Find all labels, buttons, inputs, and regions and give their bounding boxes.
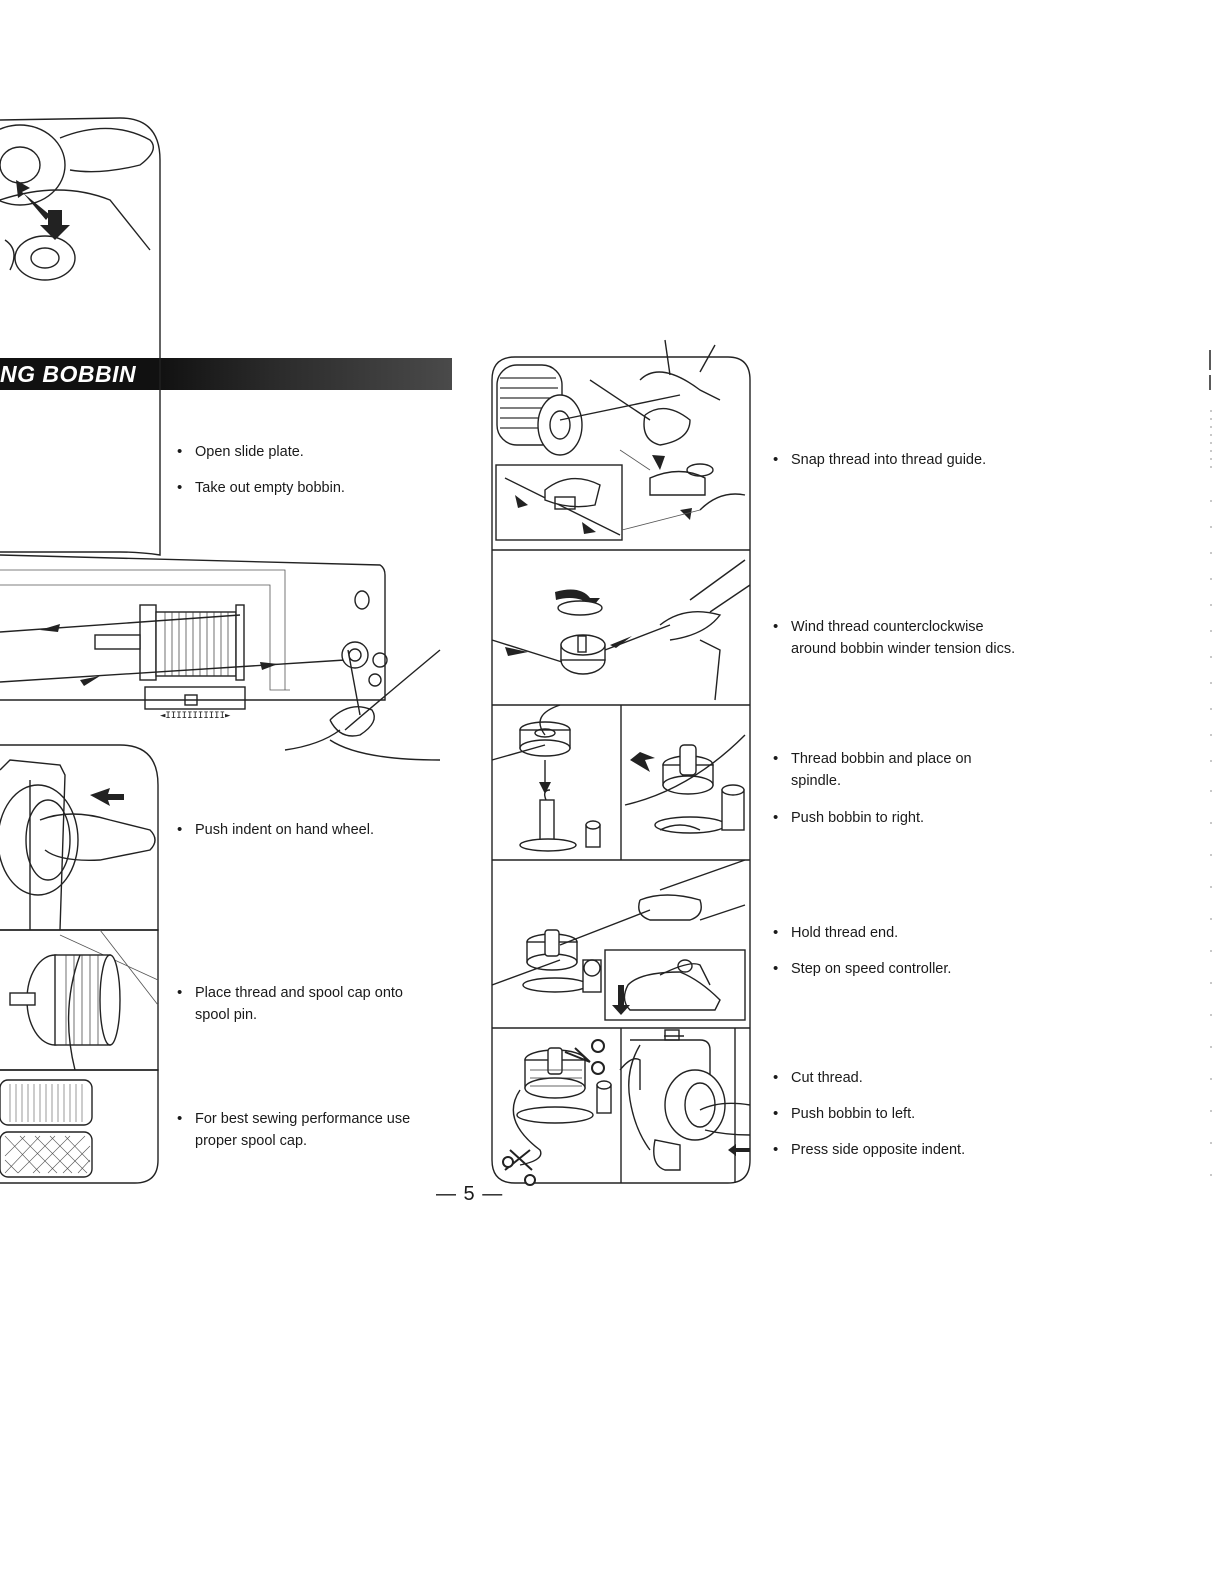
section-title: NG BOBBIN: [0, 361, 137, 387]
page-number: — 5 —: [436, 1183, 504, 1205]
instruction-line: proper spool cap.: [195, 1133, 308, 1149]
instruction-push-bobbin-left: Push bobbin to left.: [773, 1103, 915, 1125]
instruction-press-side: Press side opposite indent.: [773, 1139, 965, 1161]
instruction-wind-thread: Wind thread counterclockwise around bobb…: [773, 616, 1015, 660]
instruction-line: spool pin.: [195, 1007, 258, 1023]
instruction-open-slide-plate: Open slide plate.: [177, 441, 304, 463]
section-title-bar: [0, 358, 452, 390]
instruction-line: Place thread and spool cap onto: [195, 985, 403, 1001]
instruction-push-bobbin-right: Push bobbin to right.: [773, 807, 924, 829]
svg-text:◄IIIIIIIIIII►: ◄IIIIIIIIIII►: [160, 711, 231, 721]
instruction-thread-bobbin: Thread bobbin and place on spindle.: [773, 748, 972, 792]
instruction-snap-thread: Snap thread into thread guide.: [773, 449, 986, 471]
instruction-hold-thread: Hold thread end.: [773, 922, 898, 944]
instruction-push-indent: Push indent on hand wheel.: [177, 819, 374, 841]
instruction-cut-thread: Cut thread.: [773, 1067, 863, 1089]
instruction-place-thread: Place thread and spool cap onto spool pi…: [177, 982, 403, 1026]
instruction-take-out-bobbin: Take out empty bobbin.: [177, 477, 345, 499]
instruction-line: Thread bobbin and place on: [791, 751, 972, 767]
instruction-line: For best sewing performance use: [195, 1111, 411, 1127]
instruction-line: Wind thread counterclockwise: [791, 619, 984, 635]
instruction-line: around bobbin winder tension dics.: [791, 641, 1016, 657]
instruction-step-controller: Step on speed controller.: [773, 958, 951, 980]
scan-edge-marks: [1209, 350, 1212, 1190]
instruction-line: spindle.: [791, 773, 841, 789]
instruction-spool-cap-tip: For best sewing performance use proper s…: [177, 1108, 410, 1152]
